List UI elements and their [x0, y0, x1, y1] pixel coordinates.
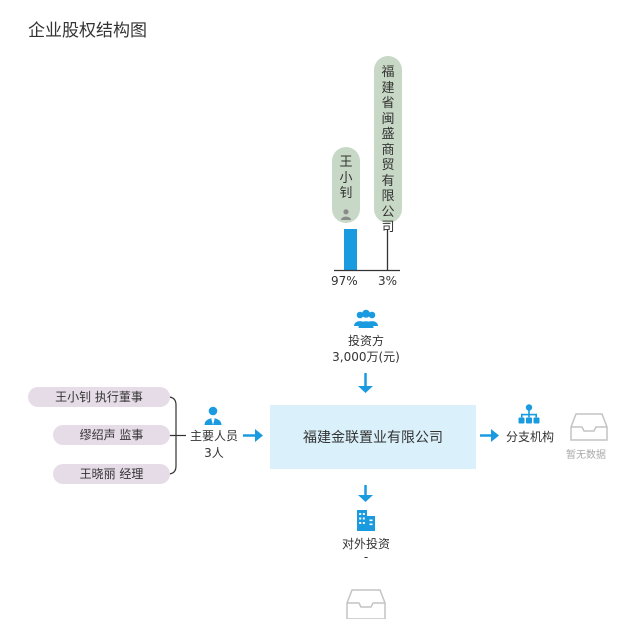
person-icon	[204, 406, 222, 430]
arrow-investor-head	[358, 386, 373, 393]
key-person-3[interactable]: 王晓丽 经理	[53, 464, 170, 484]
page-title: 企业股权结构图	[28, 21, 147, 41]
key-person-2[interactable]: 缪绍声 监事	[53, 425, 170, 445]
empty-tray-icon	[570, 412, 608, 446]
building-icon	[356, 509, 376, 535]
investments-label[interactable]: 对外投资	[341, 537, 390, 551]
arrow-people-head	[255, 429, 263, 442]
arrow-investments-head	[358, 495, 373, 502]
investors-amount[interactable]: 3,000万(元)	[332, 350, 400, 364]
share-percent-2: 3%	[378, 274, 398, 288]
empty-tray-icon-bottom	[346, 588, 386, 623]
investors-label: 投资方	[347, 334, 384, 348]
investments-value: -	[363, 550, 369, 564]
company-name: 福建金联置业有限公司	[303, 430, 443, 446]
key-people-count[interactable]: 3人	[204, 446, 224, 460]
shareholder-name-2: 福 建 省 闽 盛 商 贸 有 限 公 司	[381, 65, 395, 235]
key-people-label: 主要人员	[189, 429, 238, 443]
share-bar-1	[344, 229, 357, 270]
branches-empty-label: 暂无数据	[566, 450, 606, 461]
person-icon	[341, 208, 351, 220]
shareholder-pill-1[interactable]: 王 小 钊	[332, 147, 360, 223]
branches-label[interactable]: 分支机构	[505, 430, 554, 444]
group-icon	[354, 309, 378, 333]
org-chart-icon	[518, 404, 540, 428]
share-percent-1: 97%	[331, 274, 358, 288]
key-person-1[interactable]: 王小钊 执行董事	[28, 387, 170, 407]
arrow-branches-head	[491, 429, 499, 442]
company-box[interactable]: 福建金联置业有限公司	[270, 405, 476, 469]
shareholder-name-1: 王 小 钊	[339, 155, 353, 201]
shareholder-pill-2[interactable]: 福 建 省 闽 盛 商 贸 有 限 公 司	[374, 56, 402, 235]
